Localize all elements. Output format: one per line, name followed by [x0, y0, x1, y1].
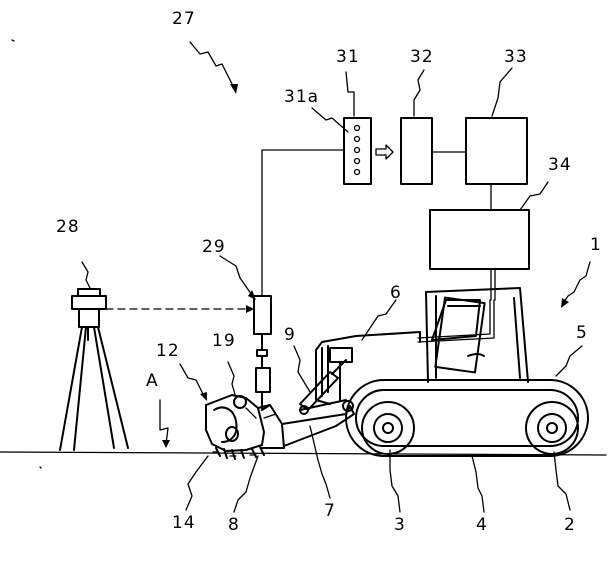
label-14: 14	[172, 513, 196, 533]
label-34: 34	[548, 155, 572, 175]
label-27: 27	[172, 9, 196, 29]
idler-wheel-3	[361, 401, 415, 455]
label-33: 33	[504, 47, 528, 67]
arrow-31-32	[375, 144, 394, 160]
seat	[467, 353, 485, 357]
label-8: 8	[228, 515, 240, 535]
label-2: 2	[564, 515, 576, 535]
cab	[425, 287, 529, 383]
label-28: 28	[56, 217, 80, 237]
label-1: 1	[590, 235, 602, 255]
label-31a: 31a	[284, 87, 319, 107]
laser-beam-arrowhead	[246, 305, 254, 313]
cable-29-31	[261, 149, 345, 297]
label-7: 7	[324, 501, 336, 521]
crawler-track-4	[345, 379, 589, 457]
label-9: 9	[284, 325, 296, 345]
sensor-box-31	[343, 117, 372, 185]
label-3: 3	[394, 515, 406, 535]
drive-wheel-2	[525, 401, 579, 455]
label-12: 12	[156, 341, 180, 361]
box-34	[429, 209, 530, 270]
speck	[39, 466, 42, 469]
box-33	[465, 117, 528, 185]
laser-receiver-29	[253, 295, 272, 411]
leader-lines	[81, 41, 591, 513]
laser-transmitter-28	[59, 288, 129, 451]
label-19: 19	[212, 331, 236, 351]
ground-line	[0, 451, 607, 456]
hydraulic-hoses	[417, 299, 495, 343]
line-34-cab	[490, 268, 496, 301]
label-4: 4	[476, 515, 488, 535]
tractor-frame	[315, 331, 421, 405]
box-32	[400, 117, 433, 185]
label-5: 5	[576, 323, 588, 343]
label-31: 31	[336, 47, 360, 67]
cylinder-9	[299, 347, 354, 412]
working-unit-12	[205, 394, 265, 460]
label-32: 32	[410, 47, 434, 67]
label-6: 6	[390, 283, 402, 303]
speck	[11, 39, 15, 42]
label-29: 29	[202, 237, 226, 257]
label-A: A	[146, 371, 159, 391]
